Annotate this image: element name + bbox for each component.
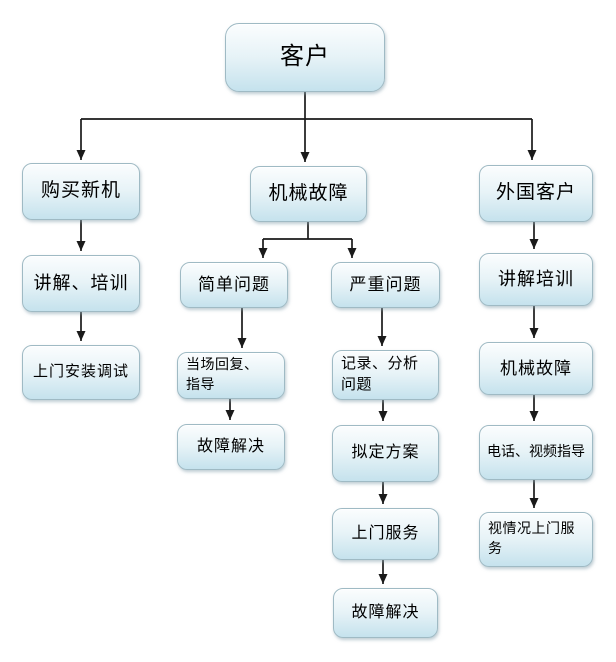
flow-node-onsite-service: 上门服务	[332, 508, 439, 560]
flow-node-record-analyze-problem: 记录、分析问题	[332, 350, 439, 400]
flow-node-foreign-customer: 外国客户	[479, 165, 593, 222]
flow-node-mechanical-fault-right: 机械故障	[479, 342, 593, 395]
flow-node-draft-plan: 拟定方案	[332, 425, 439, 482]
flow-node-explain-training-right: 讲解培训	[479, 253, 593, 306]
flow-node-onsite-service-depends: 视情况上门服务	[479, 512, 593, 567]
flow-node-fault-solved-serious: 故障解决	[333, 588, 438, 638]
flow-node-simple-problem: 简单问题	[180, 262, 288, 308]
flow-node-fault-solved-simple: 故障解决	[177, 424, 285, 470]
flow-node-customer: 客户	[225, 23, 385, 92]
flow-node-phone-video-guide: 电话、视频指导	[479, 425, 593, 480]
flow-node-onspot-reply-guide: 当场回复、指导	[177, 352, 285, 399]
flow-node-serious-problem: 严重问题	[331, 262, 440, 308]
flow-node-explain-training-left: 讲解、培训	[22, 255, 140, 312]
flow-node-onsite-install-debug: 上门安装调试	[22, 345, 140, 400]
flow-node-buy-new-machine: 购买新机	[22, 163, 140, 220]
flow-node-mechanical-fault-mid: 机械故障	[250, 166, 367, 222]
